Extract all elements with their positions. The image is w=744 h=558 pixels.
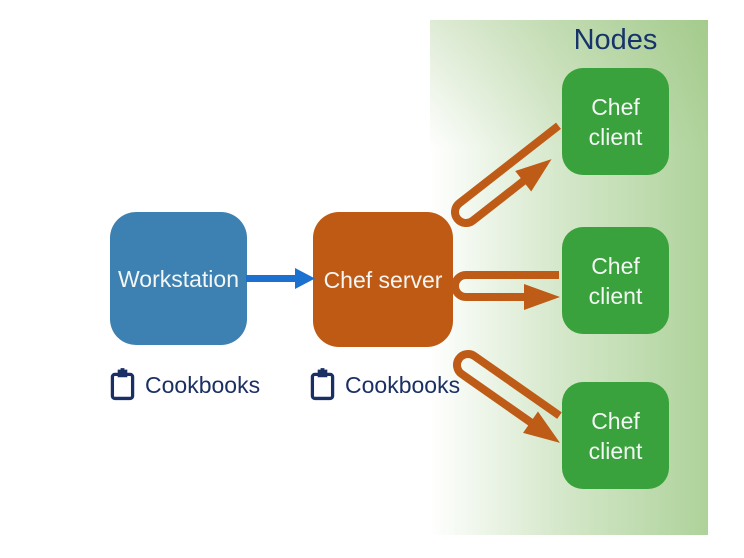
chef-client-node-2: Chef client bbox=[562, 227, 669, 334]
chef-client-label-3: Chef client bbox=[588, 407, 643, 464]
workstation-node: Workstation bbox=[110, 212, 247, 345]
chef-server-label: Chef server bbox=[323, 266, 443, 293]
chef-server-node: Chef server bbox=[313, 212, 453, 347]
chef-client-label-2: Chef client bbox=[588, 252, 643, 309]
chef-client-label-1: Chef client bbox=[588, 93, 643, 150]
nodes-group-title: Nodes bbox=[573, 24, 658, 56]
chef-client-node-3: Chef client bbox=[562, 382, 669, 489]
cookbooks-text: Cookbooks bbox=[145, 371, 261, 398]
cookbooks-text: Cookbooks bbox=[345, 371, 461, 398]
clipboard-icon bbox=[310, 368, 335, 401]
cookbooks-label-server: Cookbooks bbox=[310, 368, 460, 401]
cookbooks-label-workstation: Cookbooks bbox=[110, 368, 260, 401]
chef-client-node-1: Chef client bbox=[562, 68, 669, 175]
arrow-head bbox=[295, 268, 315, 289]
clipboard-icon bbox=[110, 368, 135, 401]
workstation-label: Workstation bbox=[117, 265, 239, 292]
workstation-to-server-arrow bbox=[246, 268, 315, 289]
